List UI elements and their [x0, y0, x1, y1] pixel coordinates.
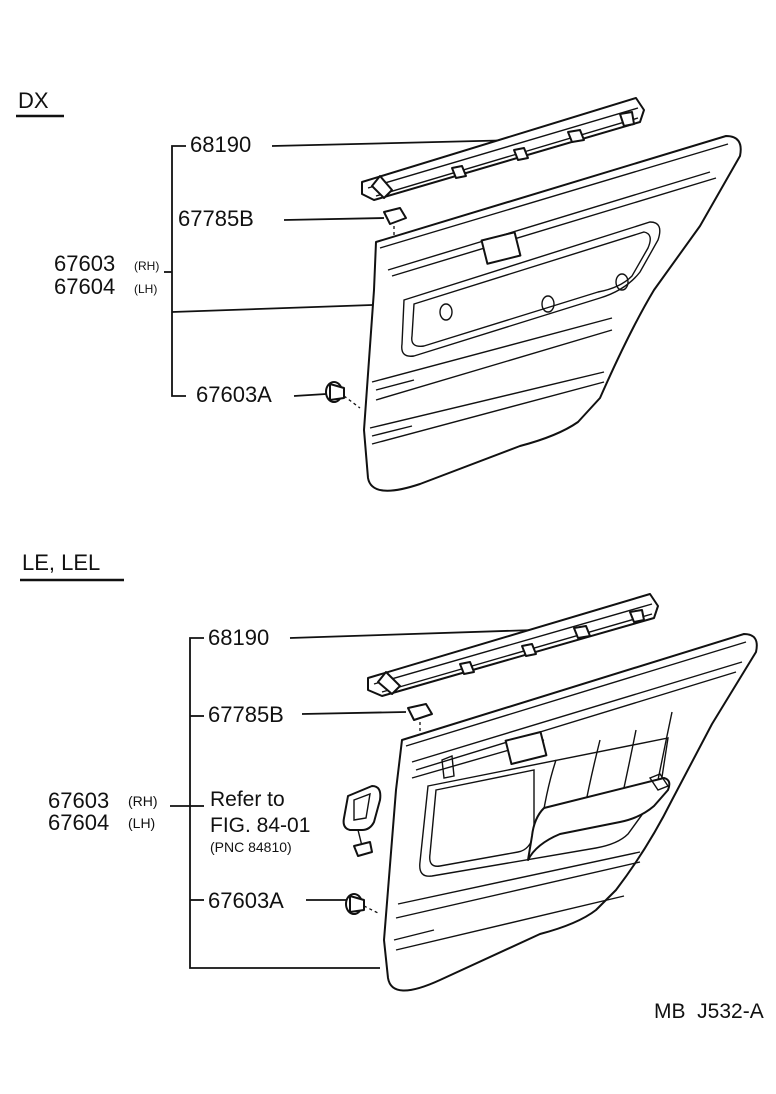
label-67603a: 67603A [208, 888, 284, 913]
label-67604: 67604 [48, 810, 109, 835]
label-68190: 68190 [190, 132, 251, 157]
molding-strip [367, 593, 659, 697]
label-67603a: 67603A [196, 382, 272, 407]
label-lh: (LH) [134, 282, 157, 296]
fastener-67603a [325, 381, 361, 409]
label-rh: (RH) [128, 793, 158, 809]
group-bracket [189, 637, 380, 969]
section-heading-dx: DX [18, 88, 49, 113]
door-trim-board [363, 135, 742, 492]
label-67785b: 67785B [178, 206, 254, 231]
leader-line [293, 393, 327, 397]
handle-bezel [342, 785, 382, 857]
door-trim-board [383, 633, 758, 992]
leader-line [171, 304, 373, 313]
footer-code: MB J532-A [654, 1000, 764, 1023]
refer-line-3: (PNC 84810) [210, 839, 292, 855]
label-68190: 68190 [208, 625, 269, 650]
label-67785b: 67785B [208, 702, 284, 727]
label-rh: (RH) [134, 259, 159, 273]
label-lh: (LH) [128, 815, 155, 831]
leader-line [301, 711, 407, 715]
section-le-lel: LE, LEL 68190 67785B 67603 (RH) 67604 (L… [20, 550, 758, 992]
section-dx: DX 68190 67785B 67603 (RH) 67604 (LH) 67… [16, 88, 742, 492]
leader-line [289, 629, 535, 639]
leader-line [283, 217, 385, 221]
leader-line [271, 139, 521, 147]
label-67603: 67603 [54, 251, 115, 276]
label-67603: 67603 [48, 788, 109, 813]
fastener-67603a [345, 893, 381, 915]
refer-line-2: FIG. 84-01 [210, 814, 310, 837]
section-heading-le-lel: LE, LEL [22, 550, 100, 575]
group-bracket [171, 145, 186, 397]
label-67604: 67604 [54, 274, 115, 299]
refer-line-1: Refer to [210, 788, 285, 811]
molding-strip [361, 97, 645, 201]
